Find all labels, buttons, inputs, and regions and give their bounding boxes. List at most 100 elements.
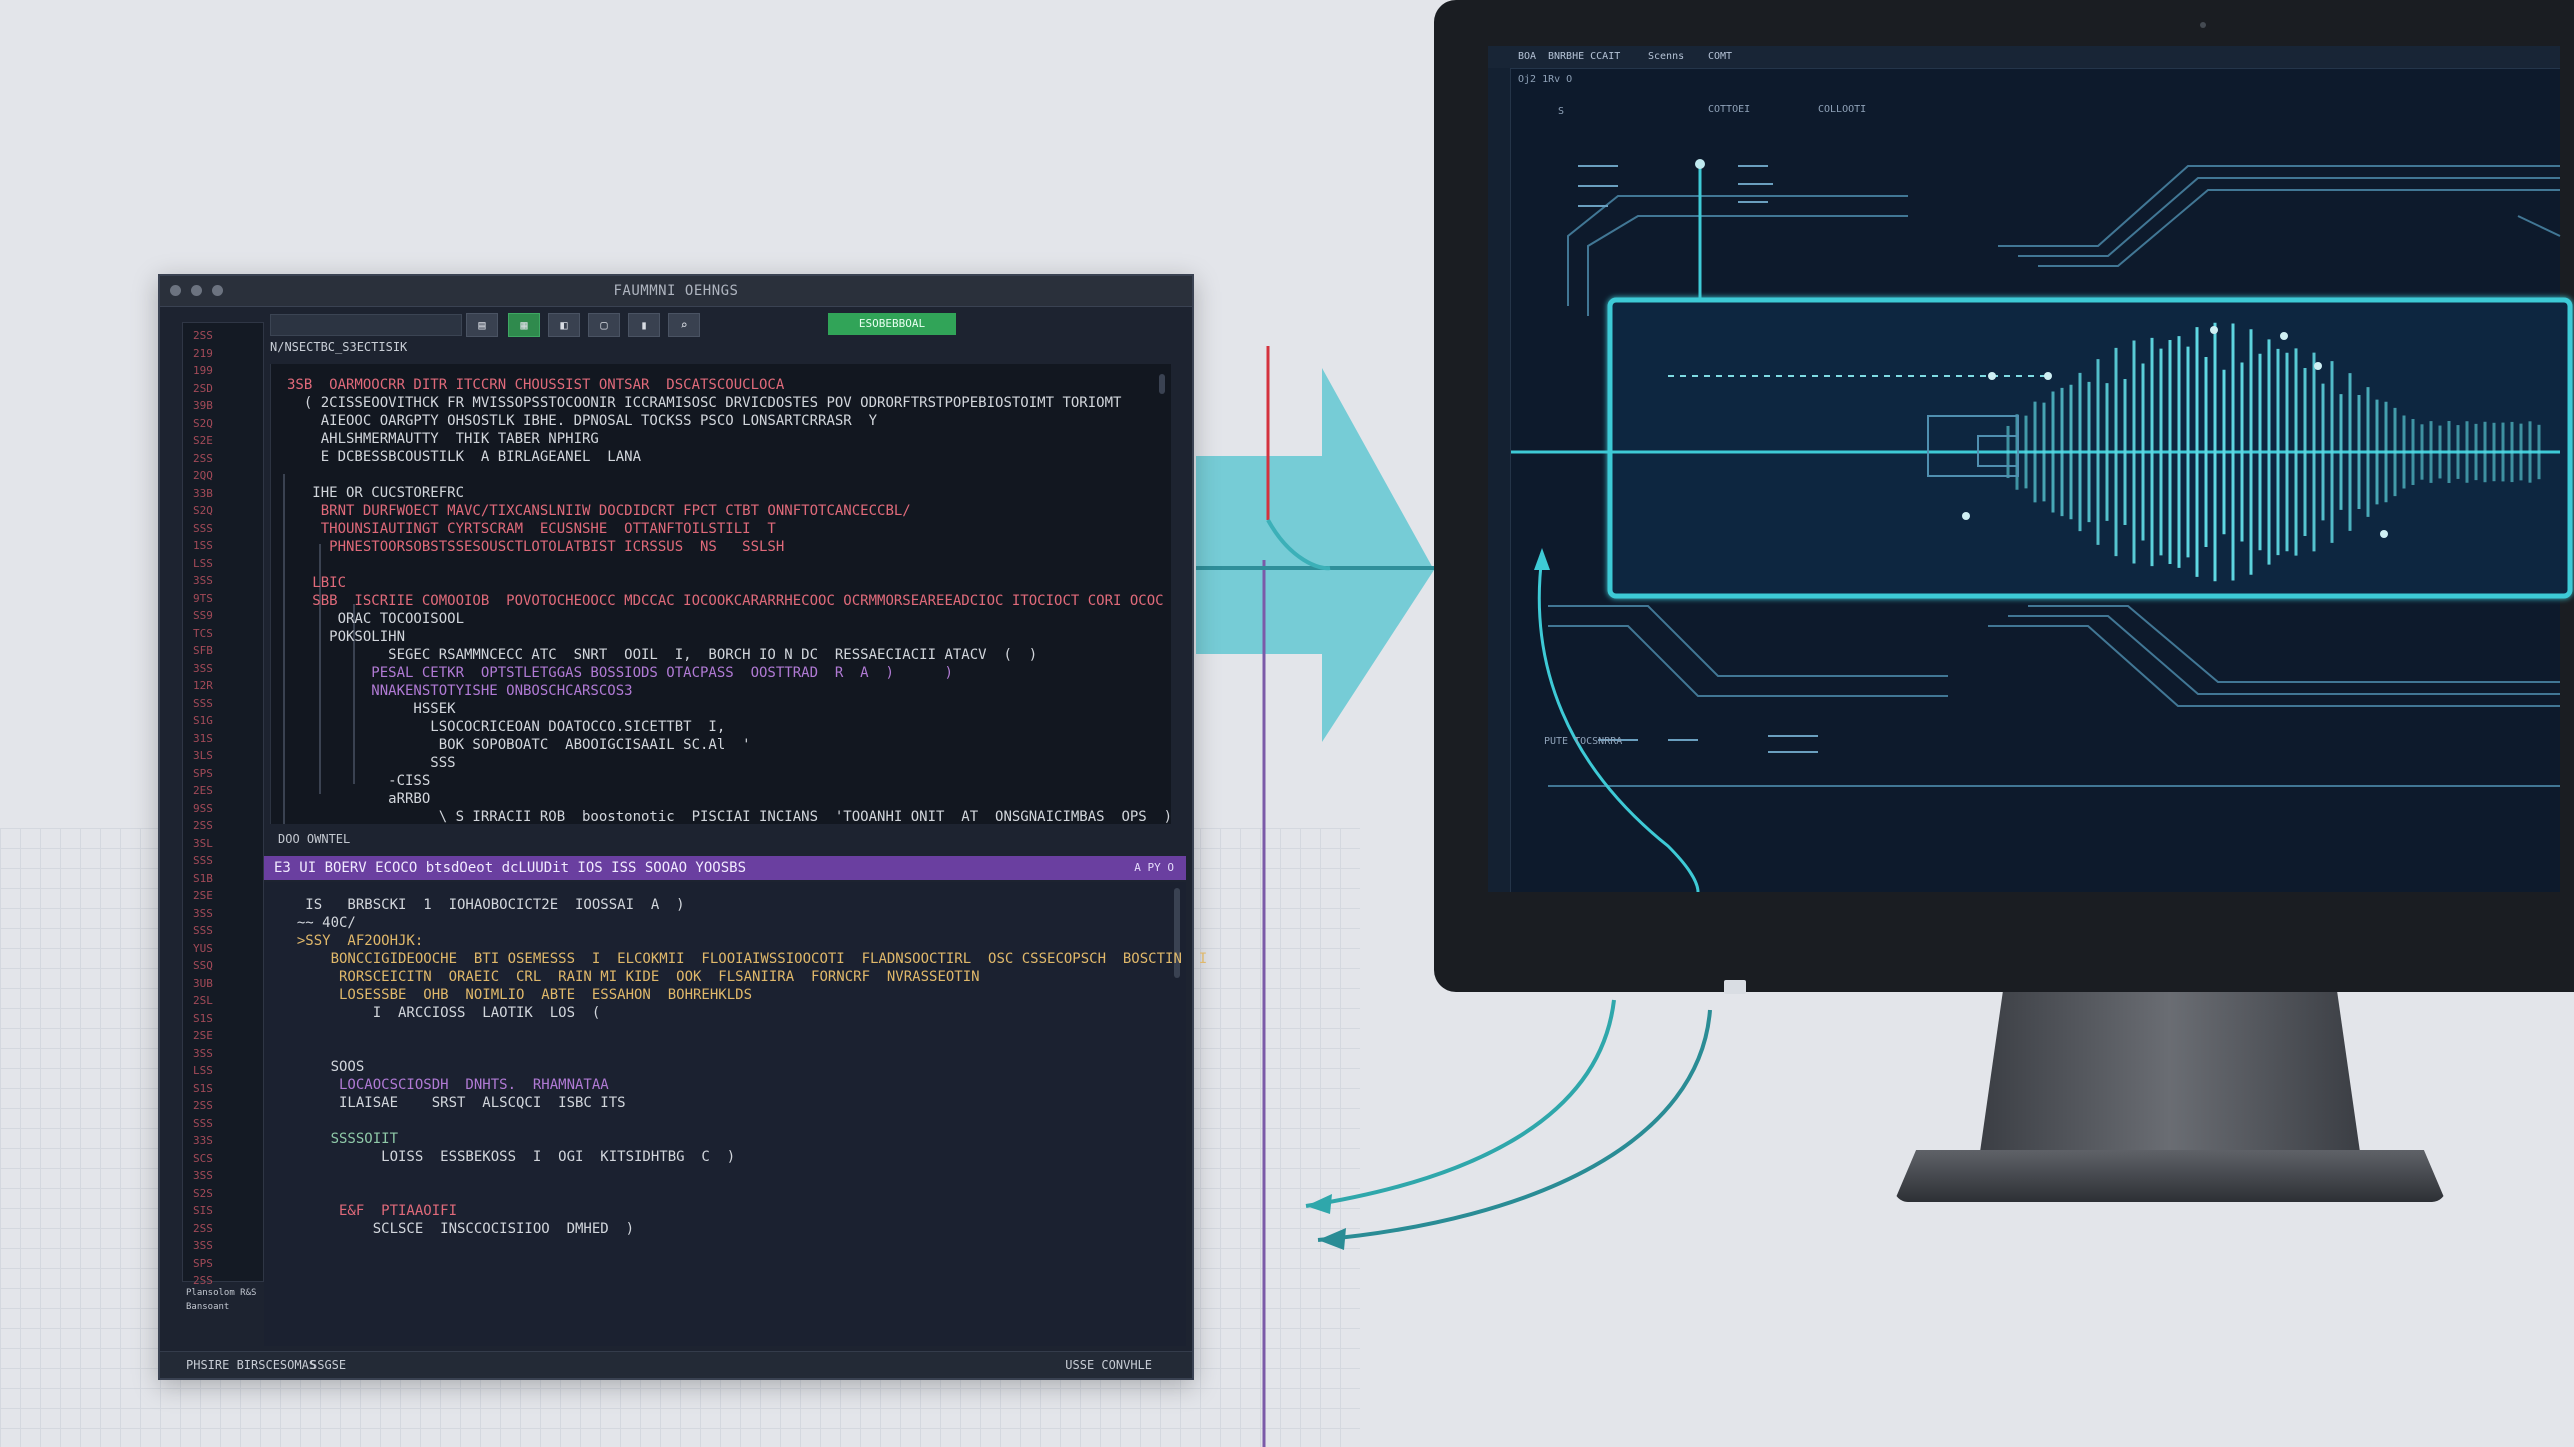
- status-bar: PHSIRE BIRSCESOMAS SSGSE USSE CONVHLE: [160, 1351, 1192, 1378]
- waveform-bars: [2006, 322, 2541, 582]
- code-line: LOISS ESSBEKOSS I OGI KITSIDHTBG C ): [280, 1149, 736, 1165]
- gutter-line-number: 2SD: [193, 381, 213, 395]
- toolbar-menu-icon[interactable]: ▤: [466, 313, 498, 337]
- copy-icon[interactable]: ▮: [628, 313, 660, 337]
- gutter-line-number: 1SS: [193, 539, 213, 552]
- grid-icon[interactable]: ▦: [508, 313, 540, 337]
- save-icon[interactable]: ▢: [588, 313, 620, 337]
- gutter-line-number: 3SS: [193, 1046, 213, 1060]
- run-button[interactable]: ESOBEBBOAL: [828, 313, 956, 335]
- code-line: BRNT DURFWOECT MAVC/TIXCANSLNIIW DOCDIDC…: [287, 503, 911, 519]
- code-line: -CISS: [287, 773, 431, 789]
- screen-sidebar: [1488, 68, 1511, 892]
- code-pane-top[interactable]: 3SB OARMOOCRR DITR ITCCRN CHOUSSIST ONTS…: [270, 364, 1173, 825]
- code-line: AHLSHMERMAUTTY THIK TABER NPHIRG: [287, 431, 599, 447]
- gutter-line-number: TCS: [193, 626, 213, 640]
- gutter-line-number: S1S: [193, 1011, 213, 1025]
- tool-icon[interactable]: ◧: [548, 313, 580, 337]
- gutter-line-number: 2SE: [193, 1029, 213, 1042]
- indent-guide: [353, 604, 355, 784]
- close-window-dot[interactable]: [170, 285, 181, 296]
- screen-bottom-label: PUTE TOCSNRRA: [1544, 736, 1623, 747]
- probe-cable: [1537, 555, 1700, 893]
- flow-arrow: [1196, 368, 1434, 742]
- marker-box-inner: [1977, 435, 2019, 467]
- code-line: IHE OR CUCSTOREFRC: [287, 485, 465, 501]
- probe-tip: [1534, 548, 1550, 570]
- gutter-line-number: 2SS: [193, 1221, 213, 1235]
- gutter-line-number: 9TS: [193, 591, 213, 605]
- menu-item[interactable]: BOA: [1518, 51, 1537, 62]
- menu-item[interactable]: COMT: [1708, 51, 1733, 62]
- gutter-line-number: 3SS: [193, 1239, 213, 1252]
- gutter-line-number: S2Q: [193, 416, 213, 430]
- gutter-line-number: 12R: [193, 679, 213, 692]
- code-line: \ S IRRACII ROB boostonotic PISCIAI INCI…: [287, 809, 1173, 825]
- editor-toolbar: ▤ ▦ ◧ ▢ ▮ ⌕ ESOBEBBOAL: [270, 310, 1010, 338]
- code-line: IS BRBSCKI 1 IOHAOBOCICT2E IOOSSAI A ): [280, 897, 685, 913]
- gutter-footer-line: Plansolom R&S: [186, 1288, 257, 1298]
- gutter-footer: Plansolom R&S Bansoant: [182, 1286, 268, 1314]
- scrollbar-thumb[interactable]: [1174, 888, 1180, 978]
- gutter-line-number: 2ES: [193, 784, 213, 797]
- code-line: E DCBESSBCOUSTILK A BIRLAGEANEL LANA: [287, 449, 642, 465]
- code-line: ( 2CISSEOOVITHCK FR MVISSOPSSTOCOONIR IC…: [287, 395, 1122, 411]
- code-line: ORAC TOCOOISOOL: [287, 611, 465, 627]
- active-file-bar[interactable]: E3 UI BOERV ECOCO btsdOeot dcLUUDit IOS …: [264, 856, 1186, 880]
- gutter-line-number: 3SS: [193, 661, 213, 675]
- gutter-line-number: 31S: [193, 731, 213, 745]
- return-arrow-2: [1318, 1228, 1346, 1250]
- gutter-line-number: 3UB: [193, 976, 213, 990]
- return-wire-1: [1305, 999, 1616, 1208]
- gutter-line-number: S2Q: [193, 504, 213, 517]
- gutter-line-number: 2SS: [193, 1274, 213, 1287]
- window-title: FAUMMNI OEHNGS: [613, 283, 739, 299]
- code-line: LOCAOCSCIOSDH DNHTS. RHAMNATAA: [280, 1077, 609, 1093]
- gutter-line-number: LSS: [193, 556, 213, 570]
- gutter-line-number: S1G: [193, 714, 213, 727]
- scrollbar-thumb[interactable]: [1159, 374, 1165, 394]
- code-line: I ARCCIOSS LAOTIK LOS (: [280, 1005, 601, 1021]
- waveform-display: [1508, 159, 2573, 893]
- code-line: LSOCOCRICEOAN DOATOCCO.SICETTBT I,: [287, 719, 726, 735]
- zoom-window-dot[interactable]: [212, 285, 223, 296]
- screen-toolbar-label: Oj2 1Rv O: [1518, 74, 1573, 85]
- gutter-footer-line: Bansoant: [186, 1302, 230, 1312]
- code-line: AIEOOC OARGPTY OHSOSTLK IBHE. DPNOSAL TO…: [287, 413, 878, 429]
- gutter-line-number: 219: [193, 346, 213, 360]
- menu-item[interactable]: Scenns: [1648, 51, 1685, 62]
- screen-toolbar-label: COTTOEI: [1708, 104, 1751, 115]
- code-pane-bottom[interactable]: IS BRBSCKI 1 IOHAOBOCICT2E IOOSSAI A ) ~…: [264, 882, 1207, 1346]
- gutter-line-number: SCS: [193, 1151, 213, 1165]
- gutter-line-number: S1B: [193, 871, 213, 885]
- bar-controls[interactable]: A PY O: [1134, 861, 1174, 874]
- gutter-line-number: YUS: [193, 941, 213, 955]
- monitor-stand-neck: [1980, 992, 2360, 1152]
- gutter-line-number: 2SS: [193, 1099, 213, 1112]
- return-arrow-1: [1306, 1194, 1332, 1214]
- waveform-markers: [1962, 326, 2388, 538]
- gutter-line-number: 33B: [193, 486, 213, 500]
- code-line: THOUNSIAUTINGT CYRTSCRAM ECUSNSHE OTTANF…: [287, 521, 776, 537]
- code-line: NNAKENSTOTYISHE ONBOSCHCARSCOS3: [287, 683, 633, 699]
- gutter-line-number: 3SS: [193, 906, 213, 920]
- gutter-line-number: SSS: [193, 1116, 213, 1130]
- gutter-line-number: 2QQ: [193, 469, 213, 482]
- menu-item[interactable]: BNRBHE CCAIT: [1548, 51, 1621, 62]
- panel-label: DOO OWNTEL: [278, 832, 351, 846]
- code-line: SCLSCE INSCCOCISIIOO DMHED ): [280, 1221, 635, 1237]
- gutter-line-number: SIS: [193, 1204, 213, 1217]
- gutter-line-number: SFB: [193, 644, 213, 657]
- gutter-line-number: SSS: [193, 924, 213, 937]
- file-tab[interactable]: N/NSECTBC_S3ECTISIK: [270, 340, 408, 354]
- return-wire-2: [1317, 1009, 1712, 1242]
- gutter-line-number: 2SL: [193, 994, 213, 1007]
- cable-port: [1724, 980, 1746, 994]
- toolbar-path-field[interactable]: [270, 314, 462, 336]
- search-icon[interactable]: ⌕: [668, 313, 700, 337]
- code-line: BONCCIGIDEOOCHE BTI OSEMESSS I ELCOKMII …: [280, 951, 1208, 967]
- minimize-window-dot[interactable]: [191, 285, 202, 296]
- code-line: POKSOLIHN: [287, 629, 406, 645]
